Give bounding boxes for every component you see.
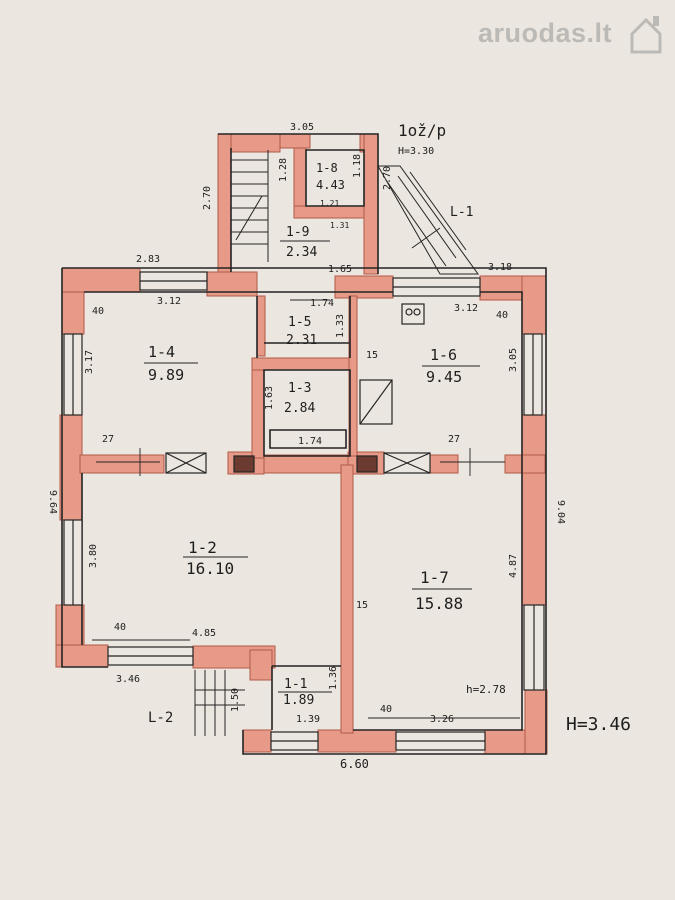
dim-label: 40 bbox=[92, 306, 104, 317]
dim-label: 1.74 bbox=[298, 436, 322, 447]
dim-label: 1.21 bbox=[320, 199, 339, 208]
stoves bbox=[165, 303, 431, 474]
dim-label: 1.50 bbox=[230, 688, 241, 712]
stair-label: L-1 bbox=[450, 205, 473, 220]
dim-label: 9.64 bbox=[47, 490, 58, 514]
floor-label: 1ož/p bbox=[398, 121, 446, 140]
dim-label: 40 bbox=[496, 310, 508, 321]
dim-label: 3.80 bbox=[88, 544, 99, 568]
room-id: 1-3 bbox=[288, 381, 311, 396]
dimension-labels: 3.05 2.70 1.28 1.18 1.21 1.31 2.70 1.65 … bbox=[47, 122, 566, 771]
room-area: 9.45 bbox=[426, 368, 462, 386]
dim-label: 1.74 bbox=[310, 298, 334, 309]
room-height-label: h=2.78 bbox=[466, 683, 506, 696]
room-id: 1-9 bbox=[286, 225, 309, 240]
dim-label: 6.60 bbox=[340, 757, 369, 771]
room-id: 1-8 bbox=[316, 161, 338, 175]
dim-label: 2.70 bbox=[202, 186, 213, 210]
dim-label: 3.12 bbox=[454, 303, 478, 314]
room-area: 2.34 bbox=[286, 245, 317, 260]
room-area: 9.89 bbox=[148, 366, 184, 384]
dim-label: 3.05 bbox=[290, 122, 314, 133]
dim-label: 1.65 bbox=[328, 264, 352, 275]
room-area: 2.84 bbox=[284, 401, 315, 416]
annotations: 1ož/p H=3.30 H=3.46 h=2.78 L-1 L-2 bbox=[148, 121, 631, 735]
room-id: 1-2 bbox=[188, 538, 217, 557]
dimension-lines bbox=[92, 299, 520, 719]
dim-label: 1.31 bbox=[330, 221, 349, 230]
dim-label: 3.18 bbox=[488, 262, 512, 273]
room-area: 4.43 bbox=[316, 178, 345, 192]
dim-label: 2.70 bbox=[382, 166, 393, 190]
watermark: aruodas.lt bbox=[478, 16, 662, 54]
room-area: 2.31 bbox=[286, 333, 317, 348]
dim-label: 15 bbox=[356, 600, 368, 611]
dim-label: 3.17 bbox=[84, 350, 95, 374]
room-id: 1-5 bbox=[288, 315, 311, 330]
dim-label: 27 bbox=[102, 434, 114, 445]
dim-label: 15 bbox=[366, 350, 378, 361]
dim-label: 4.87 bbox=[508, 554, 519, 578]
room-area: 15.88 bbox=[415, 594, 463, 613]
stairs-annex bbox=[231, 150, 269, 262]
watermark-text: aruodas.lt bbox=[478, 18, 613, 48]
dim-label: 3.12 bbox=[157, 296, 181, 307]
dim-label: 40 bbox=[380, 704, 392, 715]
dim-label: 3.46 bbox=[116, 674, 140, 685]
dim-label: 3.05 bbox=[508, 348, 519, 372]
dim-label: 9.04 bbox=[555, 500, 566, 524]
dim-label: 4.85 bbox=[192, 628, 216, 639]
stair-label: L-2 bbox=[148, 710, 173, 726]
dim-label: 27 bbox=[448, 434, 460, 445]
house-logo-icon bbox=[630, 16, 662, 54]
dim-label: 1.18 bbox=[352, 154, 363, 178]
room-id: 1-1 bbox=[284, 677, 307, 692]
dim-label: 1.39 bbox=[296, 714, 320, 725]
dim-label: 40 bbox=[114, 622, 126, 633]
room-id: 1-6 bbox=[430, 346, 457, 364]
dim-label: 1.33 bbox=[335, 314, 346, 338]
room-id: 1-7 bbox=[420, 568, 449, 587]
dim-label: 1.36 bbox=[328, 666, 339, 690]
dim-label: 1.63 bbox=[264, 386, 275, 410]
height-label-main: H=3.46 bbox=[566, 714, 631, 735]
stairs-entrance bbox=[194, 670, 245, 736]
dim-label: 3.26 bbox=[430, 714, 454, 725]
windows bbox=[63, 271, 545, 751]
room-area: 1.89 bbox=[283, 693, 314, 708]
dim-label: 1.28 bbox=[278, 158, 289, 182]
dim-label: 2.83 bbox=[136, 254, 160, 265]
room-labels: 1-2 16.10 1-7 15.88 1-4 9.89 1-6 9.45 1-… bbox=[144, 161, 480, 708]
height-label: H=3.30 bbox=[398, 146, 434, 157]
stairs-outside bbox=[377, 165, 479, 275]
room-id: 1-4 bbox=[148, 343, 175, 361]
room-area: 16.10 bbox=[186, 559, 234, 578]
